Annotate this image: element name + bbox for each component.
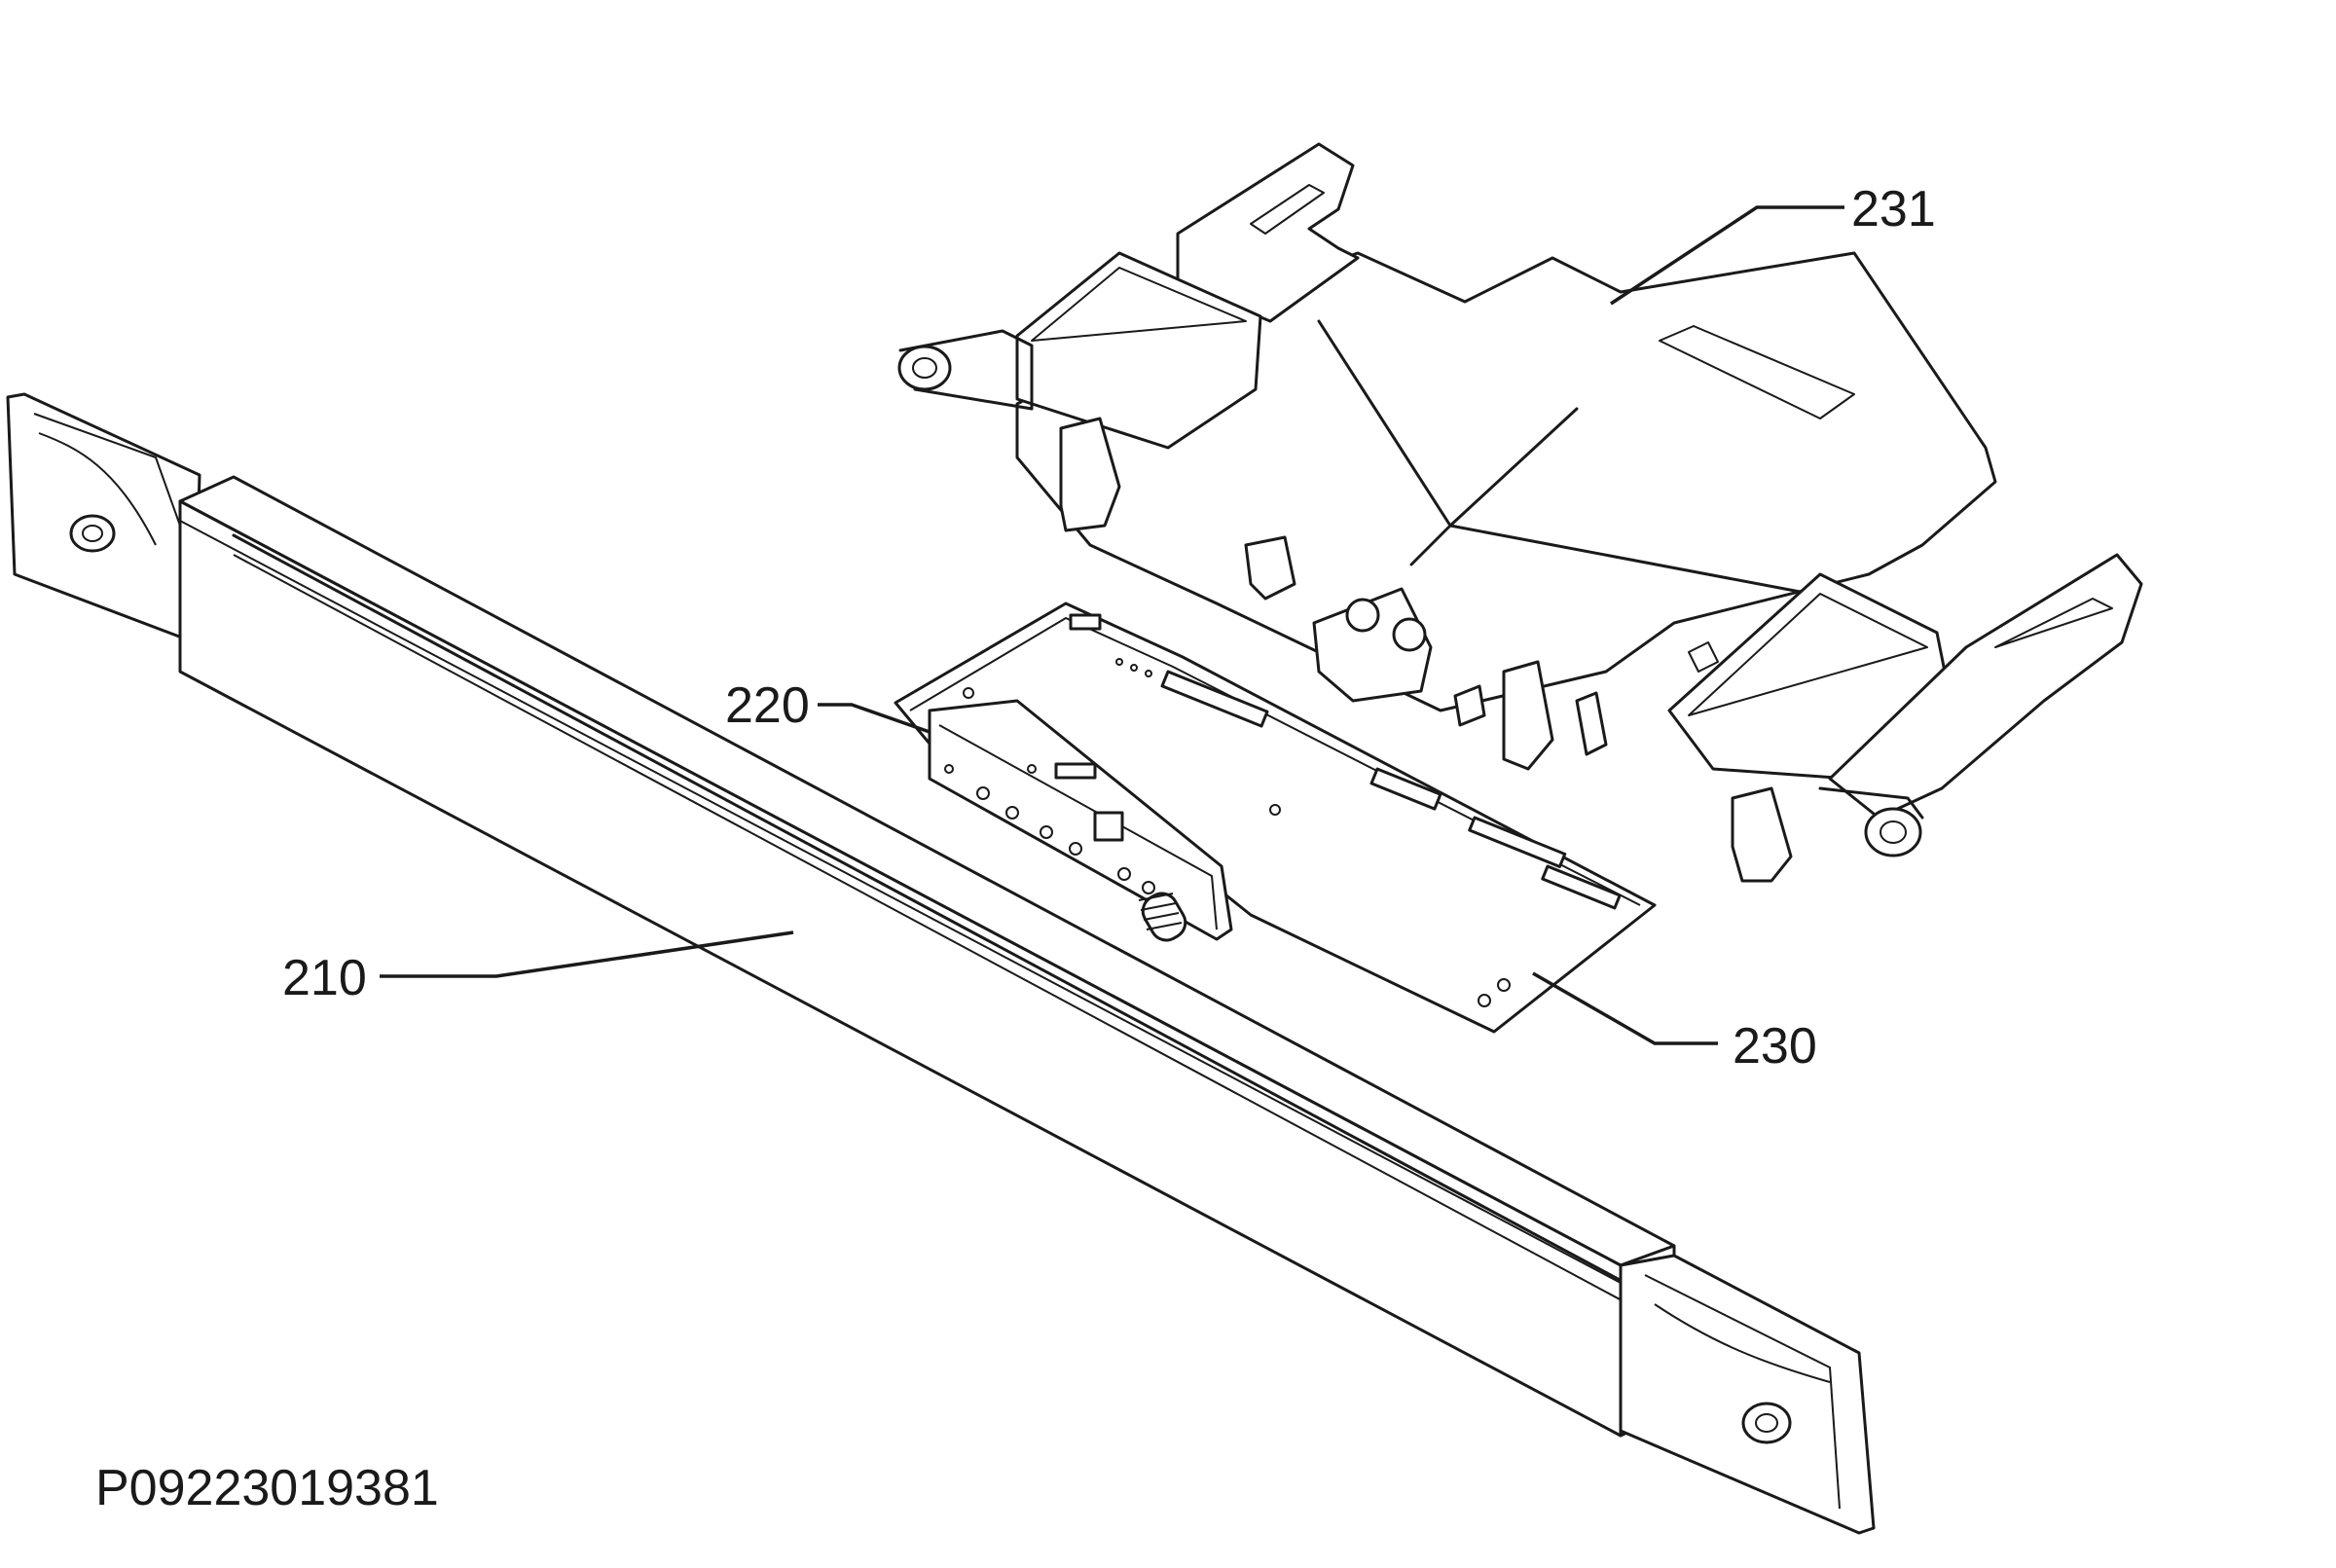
leader-231: [1610, 205, 1844, 306]
leader-230: [1532, 971, 1718, 1045]
front-panel-210: [6, 392, 1876, 1535]
label-220: 220: [725, 677, 810, 734]
label-210: 210: [282, 950, 367, 1006]
button-pcb-components: [944, 762, 1187, 942]
button-pcb-220: [928, 699, 1233, 942]
label-230: 230: [1733, 1018, 1817, 1075]
leader-220: [818, 703, 931, 734]
label-231: 231: [1851, 181, 1936, 237]
housing-231: [897, 142, 2143, 883]
pcb-230: [894, 602, 1657, 1034]
document-code: P09223019381: [95, 1460, 439, 1516]
leader-210: [380, 930, 794, 978]
pcb-components: [963, 613, 1622, 1007]
